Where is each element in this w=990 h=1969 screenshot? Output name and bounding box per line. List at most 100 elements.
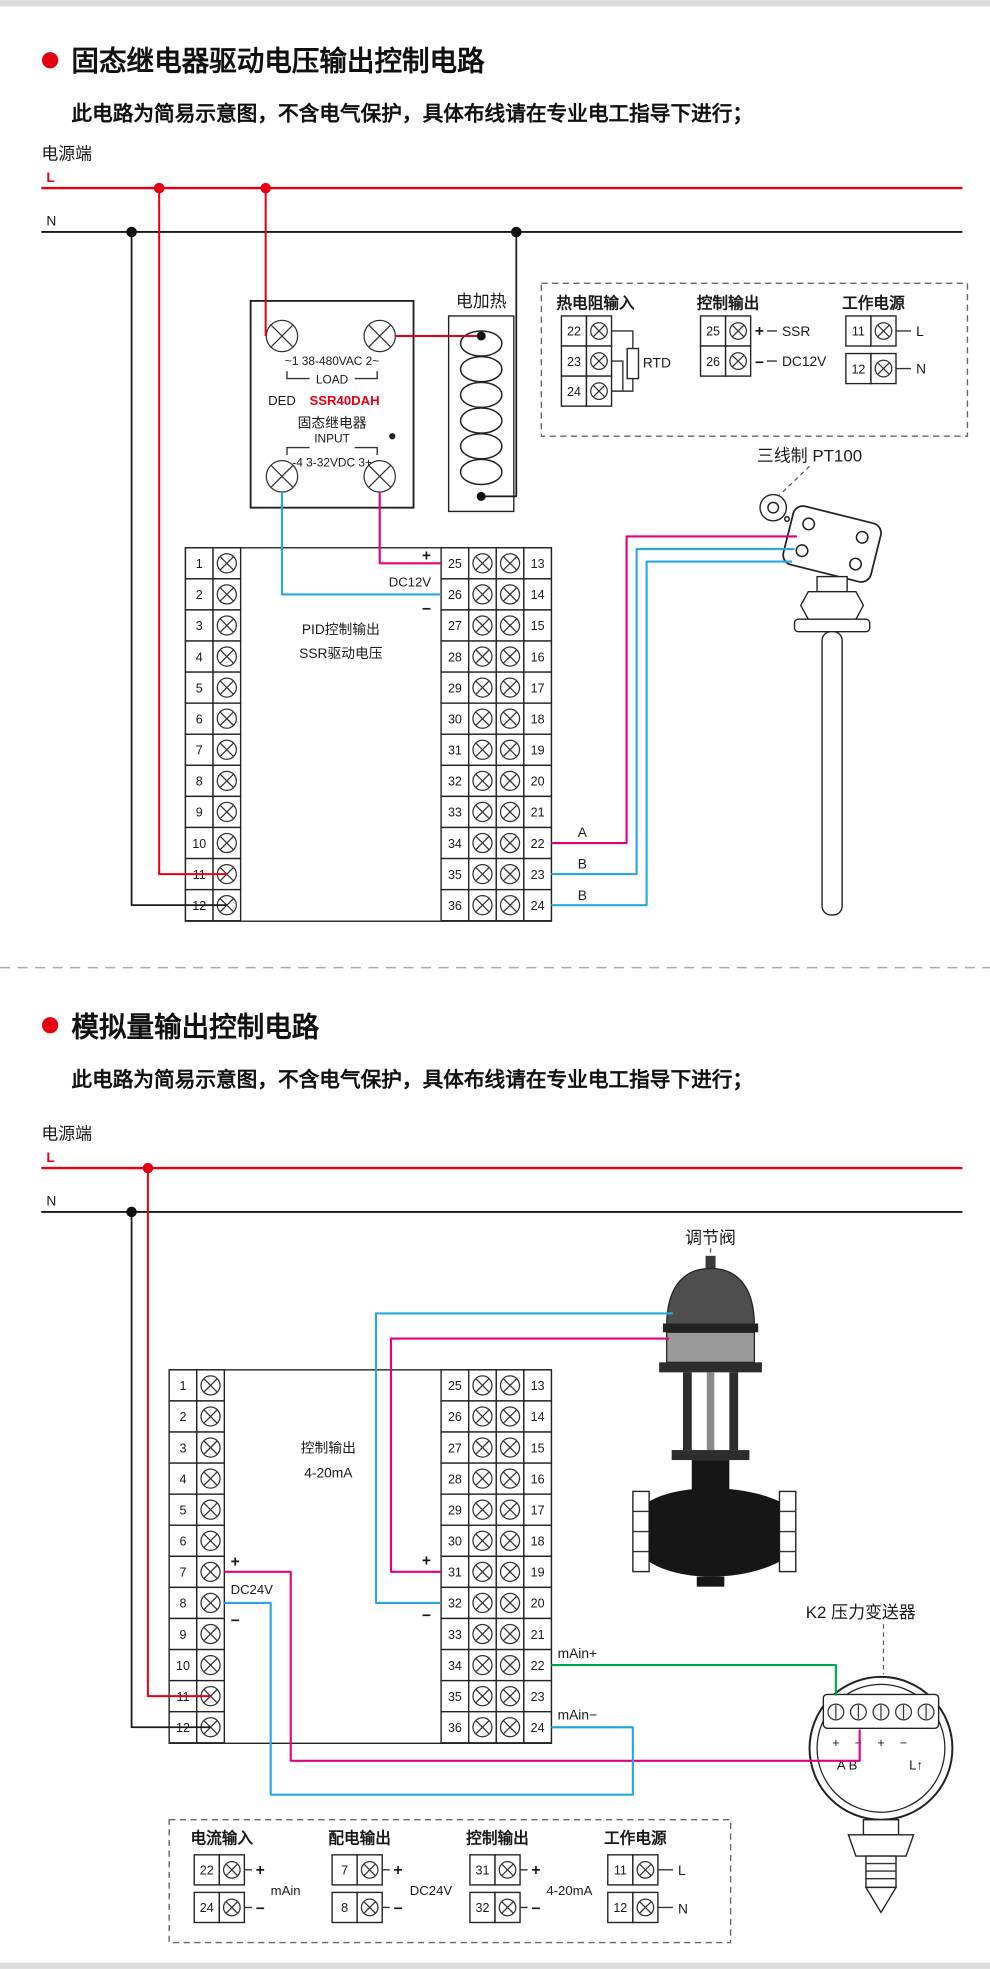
screw-terminal-icon xyxy=(196,1648,226,1682)
legend1-ssr-label: SSR xyxy=(782,324,810,339)
ctrl2-right-minus: − xyxy=(422,1607,431,1624)
terminal-number: 32 xyxy=(476,1901,490,1915)
screw-terminal-icon xyxy=(467,547,497,580)
screw-terminal-icon xyxy=(467,857,497,891)
terminal-number: 36 xyxy=(448,1721,462,1735)
transmitter-screw-icon xyxy=(827,1703,845,1721)
legend2-420ma-label: 4-20mA xyxy=(546,1883,592,1898)
terminal-number: 23 xyxy=(531,868,545,882)
screw-terminal-icon xyxy=(467,671,497,704)
section2-junctions xyxy=(126,1162,154,1218)
wire-pt100-a xyxy=(551,535,798,845)
ssr-input-label: INPUT xyxy=(314,432,350,446)
terminal-number: 30 xyxy=(448,1535,462,1549)
pt100-sensor: 三线制 PT100 xyxy=(757,446,882,916)
legend1-box xyxy=(540,282,969,437)
terminal-number: 34 xyxy=(448,837,462,851)
page-top-edge xyxy=(0,0,990,7)
legend1-power-leads xyxy=(896,330,912,370)
screw-terminal-icon xyxy=(585,315,613,347)
terminal-number: 4 xyxy=(179,1472,186,1486)
terminal-number-box xyxy=(193,1854,220,1886)
terminal-number-box xyxy=(440,671,470,704)
screw-terminal-icon xyxy=(467,1586,497,1620)
screw-terminal-icon xyxy=(724,315,752,347)
terminal-number: 14 xyxy=(531,588,545,602)
screw-terminal-icon xyxy=(356,1854,383,1886)
screw-terminal-icon xyxy=(632,1854,659,1886)
line-n-label: N xyxy=(46,214,56,229)
ctrl1-pid-line1: PID控制输出 xyxy=(302,622,380,637)
terminal-number: 17 xyxy=(531,1503,545,1517)
screw-terminal-icon xyxy=(495,795,525,829)
power-terminal-label2: 电源端 xyxy=(41,1124,92,1143)
screw-terminal-icon xyxy=(495,702,525,735)
valve-actuator-dome xyxy=(666,1267,756,1327)
terminal-number: 27 xyxy=(448,1441,462,1455)
legend2-power-title: 工作电源 xyxy=(604,1829,667,1848)
screw-terminal-icon xyxy=(467,1555,497,1589)
screw-terminal-icon xyxy=(870,352,897,385)
terminal-number-box xyxy=(523,764,553,798)
terminal-number: 15 xyxy=(531,1441,545,1455)
screw-terminal-icon xyxy=(495,1493,525,1526)
terminal-number: 22 xyxy=(200,1864,214,1878)
terminal-number-box xyxy=(699,315,727,347)
screw-terminal-icon xyxy=(196,1400,226,1433)
terminal-number-box xyxy=(440,1711,470,1744)
legend1-minus: − xyxy=(755,354,764,371)
terminal-number: 18 xyxy=(531,1535,545,1549)
terminal-number: 8 xyxy=(341,1901,348,1915)
ctrl1-minus: − xyxy=(422,601,431,618)
terminal-number-box xyxy=(440,1586,470,1620)
terminal-number-box xyxy=(523,1555,553,1589)
screw-terminal-icon xyxy=(495,857,525,891)
terminal-number: 17 xyxy=(531,681,545,695)
terminal-number: 29 xyxy=(448,681,462,695)
legend2-main-label: mAin xyxy=(271,1883,301,1898)
terminal-number-box xyxy=(168,1431,198,1464)
terminal-number: 3 xyxy=(179,1441,186,1455)
terminal-number: 5 xyxy=(196,681,203,695)
terminal-number: 2 xyxy=(196,588,203,602)
ssr-input-rating: -4 3-32VDC 3+ xyxy=(292,455,372,469)
ssr-rating-line: ~1 38-480VAC 2~ xyxy=(285,354,379,368)
terminal-number-box xyxy=(184,764,214,798)
control-valve: 调节阀 xyxy=(632,1228,797,1587)
transmitter-screw-icon xyxy=(872,1703,890,1721)
ctrl2-right-plus: + xyxy=(422,1552,431,1569)
terminal-number-box xyxy=(523,1493,553,1526)
legend1-output-leads xyxy=(766,330,777,362)
terminal-number-box xyxy=(523,1431,553,1464)
wire-ssr-input-plus xyxy=(378,492,442,565)
valve-actuator-body xyxy=(666,1331,756,1363)
ssr-load-bracket xyxy=(286,371,378,380)
screw-terminal-icon xyxy=(212,578,242,611)
terminal-number: 16 xyxy=(531,650,545,664)
section1-title: 固态继电器驱动电压输出控制电路 xyxy=(71,45,485,76)
terminal-number-box xyxy=(523,1524,553,1558)
transmitter-sign-label: + xyxy=(832,1736,839,1750)
screw-terminal-icon xyxy=(467,764,497,798)
wire-valve-minus xyxy=(374,1312,673,1605)
screw-terminal-icon xyxy=(467,1400,497,1433)
legend1-output-title: 控制输出 xyxy=(697,293,760,312)
valve-body xyxy=(649,1488,780,1577)
terminal-number-box xyxy=(523,857,553,891)
legend1-l-label: L xyxy=(916,324,924,339)
terminal-number: 29 xyxy=(448,1503,462,1517)
wire-label-b2: B xyxy=(578,888,587,903)
screw-terminal-icon xyxy=(494,1854,521,1886)
terminal-number-box xyxy=(440,609,470,642)
terminal-number-box xyxy=(523,1462,553,1495)
wire-label-a: A xyxy=(578,825,588,840)
main-plus-label: mAin+ xyxy=(558,1646,597,1661)
terminal-number: 24 xyxy=(531,1721,545,1735)
terminal-number: 3 xyxy=(196,619,203,633)
screw-terminal-icon xyxy=(495,1617,525,1651)
screw-terminal-icon xyxy=(218,1854,246,1886)
